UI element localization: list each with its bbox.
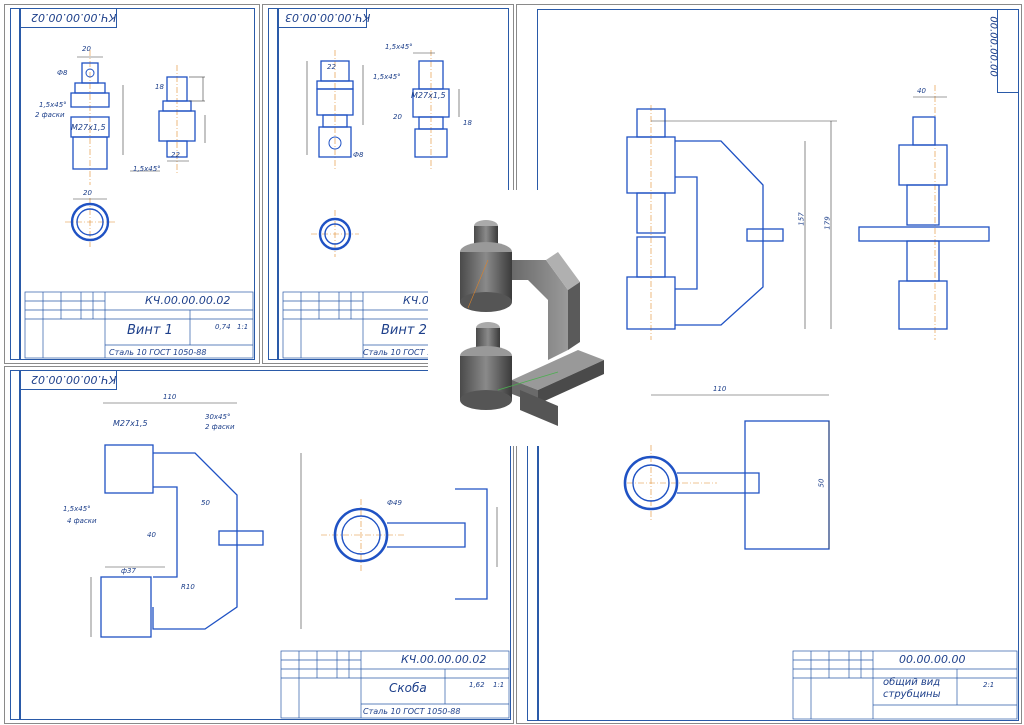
dim-label: 20 <box>393 113 402 121</box>
dim-label: 1,5х45° <box>63 505 91 513</box>
dim-label: Ф8 <box>353 151 364 159</box>
dim-label: Ф49 <box>387 499 402 507</box>
dim-label: 2 фаски <box>205 423 235 431</box>
dim-label: 2 фаски <box>35 111 65 119</box>
material: Сталь 10 ГОСТ 1050-88 <box>363 348 461 357</box>
sheet-frame <box>19 8 255 360</box>
sheet-frame <box>277 8 509 360</box>
skoba-drawing <box>90 402 510 719</box>
dim-label: 22 <box>171 151 180 159</box>
dim-label: 1,5х45° <box>373 73 401 81</box>
code-box-rotated <box>997 9 1019 93</box>
left-stamp-strip <box>10 8 21 360</box>
dim-label: R10 <box>181 583 195 591</box>
vint1-drawing <box>24 50 254 359</box>
dim-label: 22 <box>327 63 336 71</box>
dim-label: 18 <box>463 119 472 127</box>
code-box-rotated <box>19 370 117 390</box>
mass: 0,74 <box>215 323 231 331</box>
material: Сталь 10 ГОСТ 1050-88 <box>363 707 461 716</box>
dim-label: 110 <box>163 393 177 401</box>
dim-label: 20 <box>82 45 91 53</box>
code-box-rotated <box>19 8 117 28</box>
scale: 1:1 <box>237 323 249 331</box>
dim-label: 4 фаски <box>67 517 97 525</box>
dim-label: 40 <box>917 87 926 95</box>
sheet-frame <box>19 370 511 720</box>
clamp-3d-model <box>460 220 604 426</box>
part-title: Винт 2 <box>381 323 427 338</box>
dim-label: 18 <box>155 83 164 91</box>
mass: 1,62 <box>469 681 485 689</box>
part-title: Винт 1 <box>127 323 173 338</box>
material: Сталь 10 ГОСТ 1050-88 <box>109 348 207 357</box>
dim-label: 110 <box>713 385 727 393</box>
assembly-title: общий вид струбцины <box>883 677 941 700</box>
scale: 1:1 <box>493 681 505 689</box>
dim-label: ф37 <box>121 567 136 575</box>
left-stamp-strip <box>10 370 21 720</box>
dim-label: 1,5х45° <box>385 43 413 51</box>
dim-label: 157 <box>797 212 806 226</box>
dim-label: 179 <box>823 216 832 230</box>
dim-label: М27х1,5 <box>113 419 148 428</box>
code-box-rotated <box>277 8 367 28</box>
left-stamp-strip <box>268 8 279 360</box>
dim-label: 1,5х45° <box>133 165 161 173</box>
dim-label: М27х1,5 <box>411 91 446 100</box>
part-title: Скоба <box>389 681 427 695</box>
sheet-code: КЧ.00.00.00.02 <box>145 294 231 307</box>
dim-label: 40 <box>147 531 156 539</box>
sheet-code: 00.00.00.00 <box>899 653 966 666</box>
general-view-drawing <box>623 85 1018 720</box>
dim-label: 1,5х45° <box>39 101 67 109</box>
dim-label: 20 <box>83 189 92 197</box>
dim-label: 50 <box>201 499 210 507</box>
dim-label: Ф8 <box>57 69 68 77</box>
isometric-3d-view <box>428 190 618 446</box>
sheet-code: КЧ.00.00.00.02 <box>401 653 487 666</box>
dim-label: 50 <box>817 478 826 488</box>
scale: 2:1 <box>983 681 995 689</box>
drawing-sheet-vint1: КЧ.00.00.00.02 <box>4 4 260 364</box>
dim-label: 30х45° <box>205 413 231 421</box>
dim-label: М27х1,5 <box>71 123 106 132</box>
